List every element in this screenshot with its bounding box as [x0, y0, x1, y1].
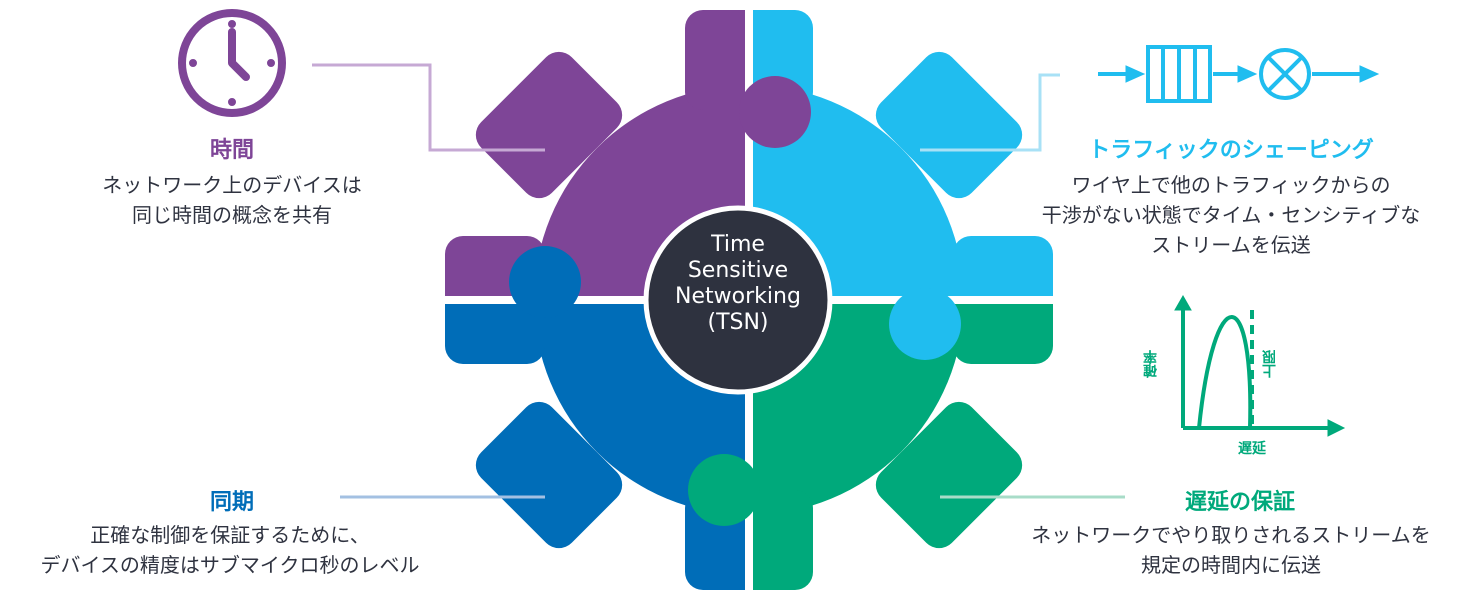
clock-icon: [178, 9, 286, 117]
sync-description: 正確な制御を保証するために、 デバイスの精度はサブマイクロ秒のレベル: [10, 520, 450, 580]
center-label: Time Sensitive Networking (TSN): [648, 232, 828, 336]
center-line-4: (TSN): [707, 310, 769, 335]
puzzle-knob-blue: [509, 246, 581, 318]
time-line-1: ネットワーク上のデバイスは: [102, 173, 362, 197]
sync-line-1: 正確な制御を保証するために、: [90, 523, 370, 547]
sync-heading: 同期: [209, 490, 254, 515]
shaping-description: ワイヤ上で他のトラフィックからの 干渉がない状態でタイム・センシティブな ストリ…: [1006, 170, 1456, 260]
latency-line-1: ネットワークでやり取りされるストリームを: [1031, 523, 1431, 547]
time-line-2: 同じ時間の概念を共有: [132, 203, 332, 227]
connector-shaping: [920, 73, 1060, 152]
chart-x-label: 遅延: [1238, 441, 1266, 457]
center-line-1: Time: [711, 232, 765, 257]
chart-bound-label: 上限: [1262, 350, 1278, 378]
shaping-heading: トラフィックのシェーピング: [1088, 138, 1374, 163]
shaping-line-1: ワイヤ上で他のトラフィックからの: [1071, 173, 1391, 197]
queue-flow-icon: [1098, 45, 1380, 103]
puzzle-knob-green: [688, 454, 760, 526]
latency-description: ネットワークでやり取りされるストリームを 規定の時間内に伝送: [1006, 520, 1456, 580]
sync-line-2: デバイスの精度はサブマイクロ秒のレベル: [40, 553, 420, 577]
latency-heading: 遅延の保証: [1184, 490, 1295, 515]
center-line-2: Sensitive: [687, 258, 789, 283]
puzzle-knob-sky: [889, 288, 961, 360]
shaping-line-3: ストリームを伝送: [1151, 233, 1311, 257]
connector-time: [312, 63, 545, 152]
shaping-line-2: 干渉がない状態でタイム・センシティブな: [1041, 203, 1421, 227]
time-description: ネットワーク上のデバイスは 同じ時間の概念を共有: [62, 170, 402, 230]
latency-line-2: 規定の時間内に伝送: [1141, 553, 1321, 577]
center-badge: [643, 205, 833, 395]
time-heading: 時間: [209, 138, 254, 163]
chart-y-label: 確率: [1143, 350, 1159, 378]
puzzle-knob-purple: [739, 76, 811, 148]
center-line-3: Networking: [675, 284, 801, 309]
latency-chart-icon: [1174, 294, 1346, 437]
